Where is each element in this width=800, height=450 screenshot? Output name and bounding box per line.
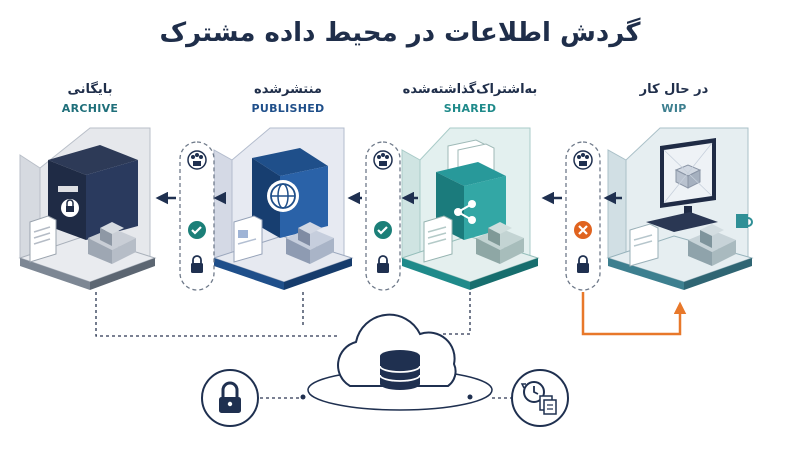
- cross-icon: [574, 221, 592, 239]
- building-model-icon: [688, 224, 736, 266]
- building-model-icon: [476, 222, 524, 264]
- document-icon: [629, 223, 659, 267]
- diagram-title: گردش اطلاعات در محیط داده مشترک: [159, 18, 641, 48]
- stage-label-shared-en: SHARED: [443, 102, 497, 115]
- stage-published: [212, 127, 354, 290]
- monitor-cube-icon: [646, 138, 753, 232]
- gate-shared-published: [365, 141, 401, 291]
- stage-wip: [606, 127, 754, 290]
- stage-label-shared-fa: به‌اشتراک‌گذاشته‌شده: [402, 82, 538, 97]
- stage-label-wip-en: WIP: [661, 102, 687, 115]
- document-icon: [423, 215, 453, 263]
- stage-label-wip-fa: در حال کار: [639, 82, 709, 97]
- stage-label-archive-en: ARCHIVE: [61, 102, 119, 115]
- lock-icon: [377, 255, 389, 273]
- share-folder-icon: [436, 139, 506, 240]
- check-icon: [188, 221, 206, 239]
- lock-icon: [191, 255, 203, 273]
- gate-published-archive: [179, 141, 215, 291]
- history-documents-icon: [511, 369, 569, 427]
- building-model-icon: [88, 222, 136, 264]
- stage-shared: [400, 127, 540, 290]
- building-model-icon: [286, 222, 334, 264]
- cloud-connectors: [95, 292, 471, 337]
- cloud-database-icon: [260, 313, 514, 411]
- stage-label-published-en: PUBLISHED: [251, 102, 325, 115]
- stage-label-published-fa: منتشرشده: [254, 82, 322, 97]
- padlock-icon: [201, 369, 259, 427]
- stage-archive: [18, 127, 157, 290]
- document-icon: [29, 215, 57, 263]
- lock-icon: [577, 255, 589, 273]
- globe-folder-icon: [252, 148, 328, 238]
- gate-wip-shared: [565, 141, 601, 291]
- people-group-icon: [187, 150, 207, 170]
- people-group-icon: [373, 150, 393, 170]
- check-icon: [374, 221, 392, 239]
- stage-label-archive-fa: بایگانی: [67, 82, 113, 97]
- document-icon: [233, 215, 263, 263]
- return-arrow: [581, 292, 687, 336]
- people-group-icon: [573, 150, 593, 170]
- locked-box-icon: [48, 145, 138, 240]
